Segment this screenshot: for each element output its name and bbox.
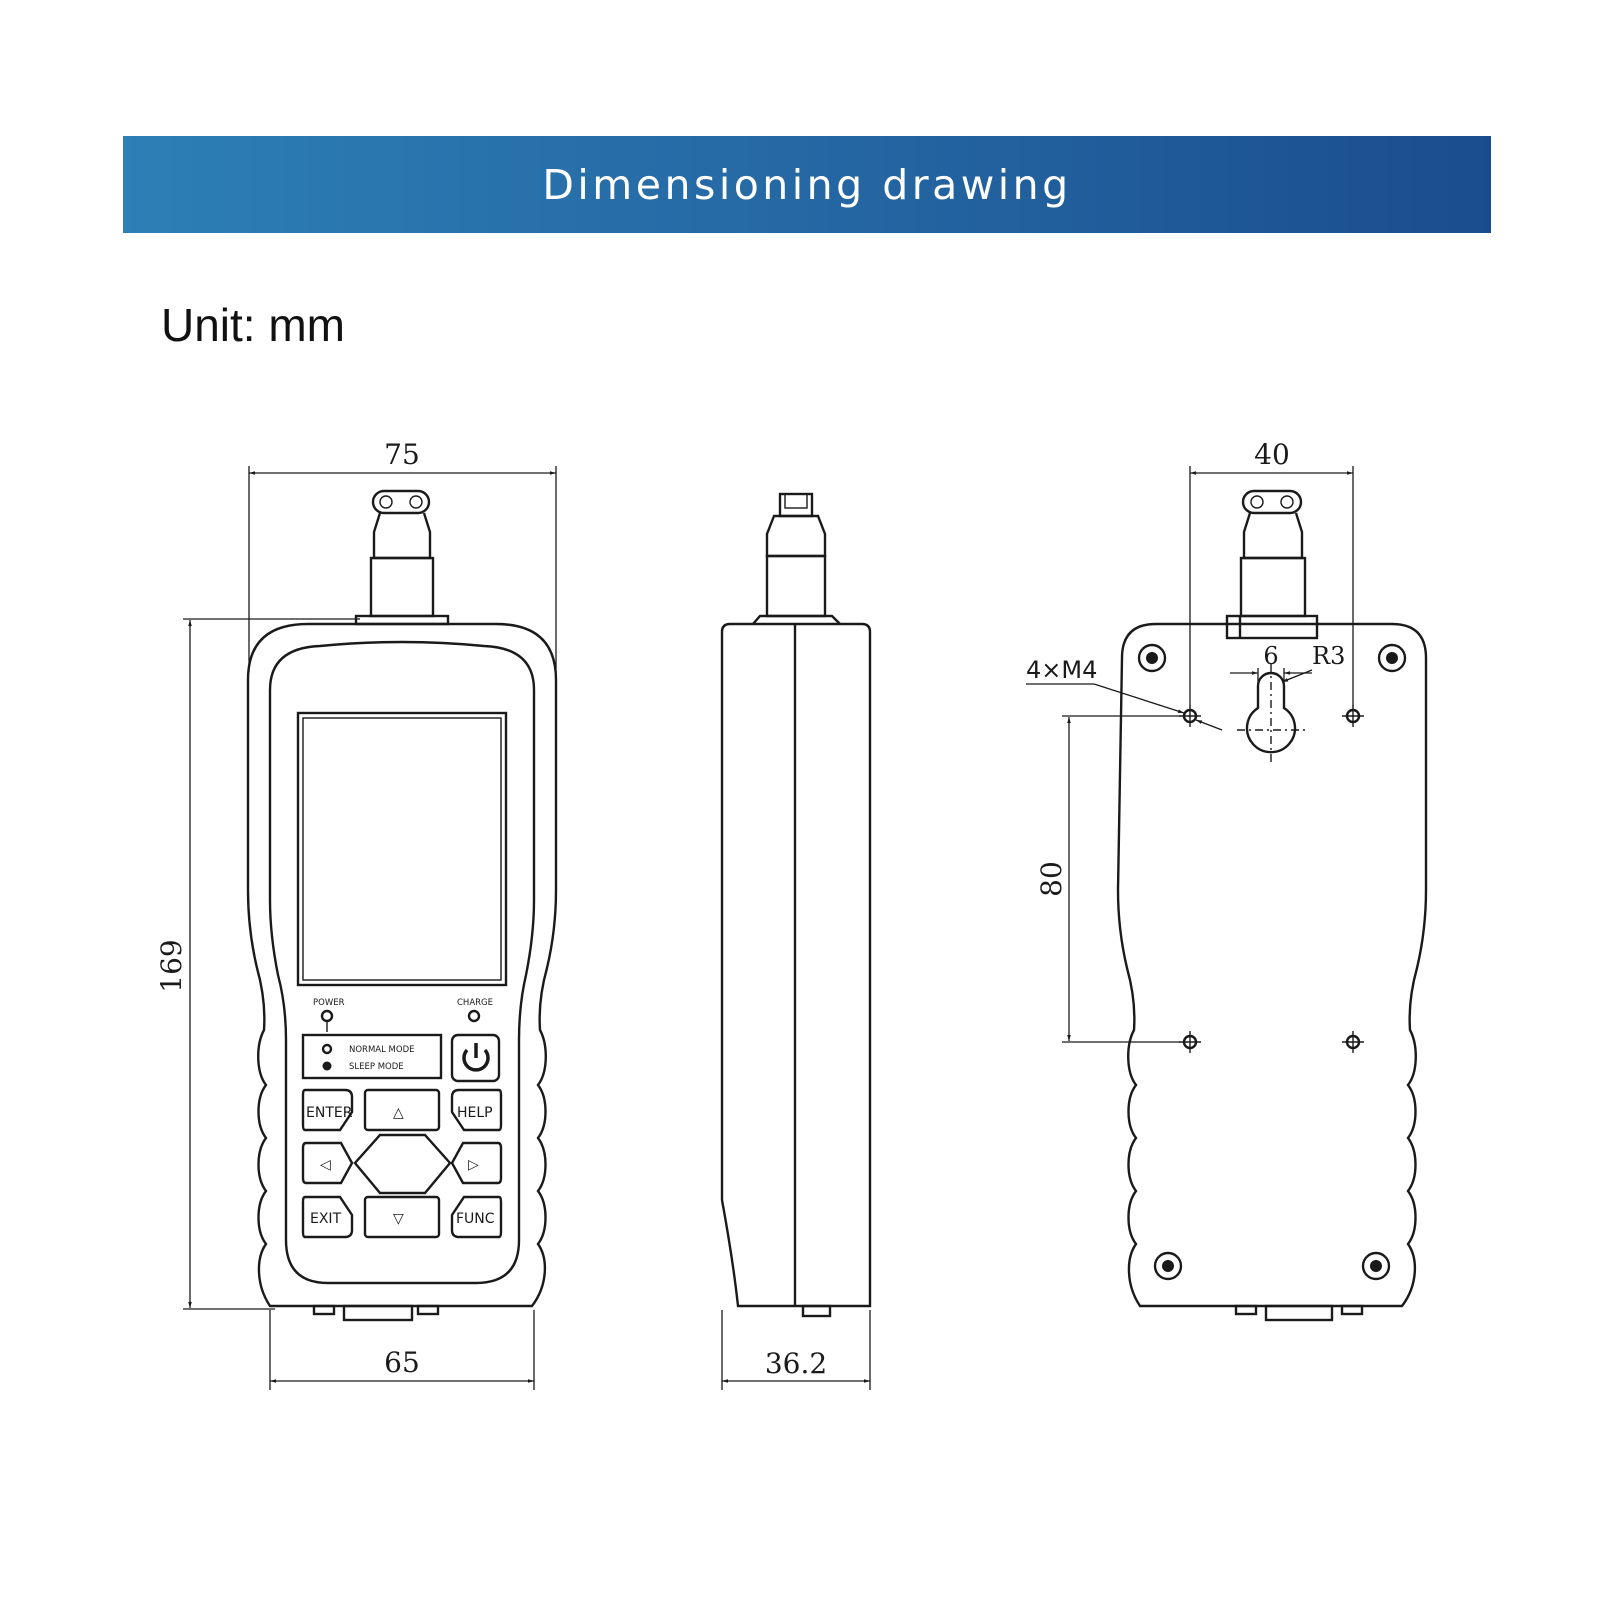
left-button[interactable]: ◁ [301,1141,354,1185]
side-view: 36.2 [720,492,872,1390]
front-view: POWER CHARGE NORMAL MODE SLEEP MODE ENTE… [155,438,558,1390]
front-screen [296,711,508,987]
front-body-outline [246,622,558,1308]
back-body-outline [1116,622,1428,1308]
m4-hole [1179,1031,1201,1053]
back-screw [1361,1251,1391,1281]
dim-back-hole-spacing-h: 40 [1254,438,1290,471]
mode-panel [301,1033,443,1080]
dim-front-bottom-width: 65 [384,1346,420,1379]
dim-front-top-width: 75 [384,438,420,471]
keyhole-slot [1245,671,1297,754]
svg-text:EXIT: EXIT [310,1211,342,1227]
down-button[interactable]: ▽ [363,1195,441,1239]
m4-hole [1179,705,1201,727]
svg-text:▽: ▽ [393,1211,404,1227]
dim-side-thickness: 36.2 [765,1347,827,1380]
back-connector [1225,489,1319,640]
normal-mode-label: NORMAL MODE [349,1045,414,1055]
svg-text:◁: ◁ [320,1157,331,1173]
title-banner: Dimensioning drawing [123,136,1491,233]
back-screw [1153,1251,1183,1281]
back-view: 40 80 6 R3 4×M4 [1026,438,1428,1322]
dim-back-slot-width: 6 [1263,642,1278,670]
banner-title: Dimensioning drawing [542,160,1072,209]
dim-front-height: 169 [155,939,188,992]
svg-text:△: △ [393,1105,404,1121]
dim-back-hole-spacing-v: 80 [1035,861,1068,897]
m4-hole [1342,1031,1364,1053]
power-button[interactable] [450,1033,501,1083]
back-screw [1137,643,1167,673]
up-button[interactable]: △ [363,1088,441,1132]
charge-label: CHARGE [457,998,493,1008]
right-button[interactable]: ▷ [450,1141,503,1185]
back-screw [1377,643,1407,673]
help-button[interactable]: HELP [450,1088,503,1132]
front-connector [354,489,450,626]
svg-text:▷: ▷ [468,1157,479,1173]
sleep-mode-label: SLEEP MODE [349,1062,404,1072]
dim-back-slot-radius: R3 [1312,642,1345,670]
m4-hole [1342,705,1364,727]
front-bezel [268,640,536,1285]
power-led [320,1009,334,1023]
enter-button[interactable]: ENTER [301,1088,354,1132]
unit-label: Unit: mm [161,299,345,351]
normal-mode-dot [321,1043,333,1055]
svg-text:HELP: HELP [457,1105,493,1121]
sleep-mode-dot [322,1061,332,1071]
charge-led [467,1009,481,1023]
func-button[interactable]: FUNC [450,1195,503,1239]
power-label: POWER [313,998,345,1008]
svg-text:FUNC: FUNC [456,1211,495,1227]
side-body-outline [720,622,872,1308]
svg-text:ENTER: ENTER [306,1105,353,1121]
center-pad [353,1133,452,1195]
holes-label: 4×M4 [1026,656,1097,684]
exit-button[interactable]: EXIT [301,1195,354,1239]
